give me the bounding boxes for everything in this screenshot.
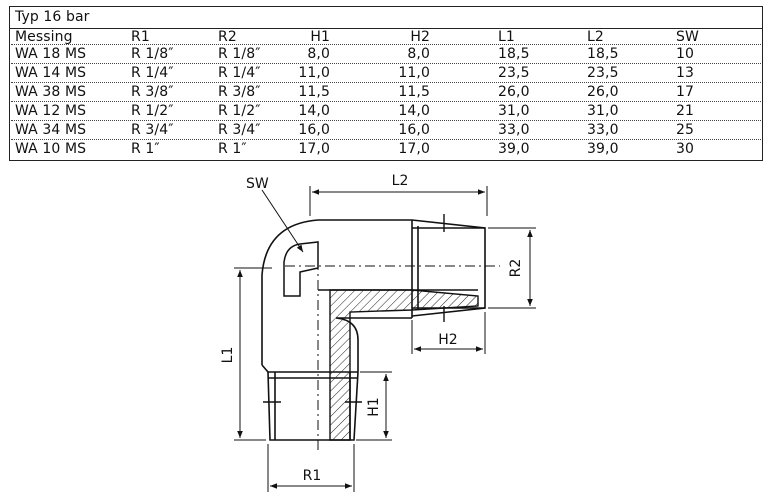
row-separator — [11, 44, 761, 45]
table-cell-h2: 14,0 — [398, 103, 430, 119]
table-cell-sw: 17 — [676, 84, 695, 100]
col-header-material: Messing — [15, 29, 73, 45]
row-separator — [11, 101, 761, 102]
table-cell-sw: 21 — [676, 103, 695, 119]
section-hatching — [329, 289, 479, 441]
table-cell-h1: 17,0 — [298, 141, 330, 157]
table-cell-l1: 39,0 — [498, 141, 530, 157]
table-cell-l2: 39,0 — [587, 141, 619, 157]
table-cell-h2: 17,0 — [398, 141, 430, 157]
table-cell-l1: 23,5 — [498, 65, 530, 81]
dimension-label-r2: R2 — [508, 259, 524, 278]
table-cell-r2: R 3/4″ — [218, 122, 261, 138]
table-cell-r1: R 1/2″ — [131, 103, 174, 119]
dimension-h2 — [411, 312, 486, 354]
table-cell-l1: 26,0 — [498, 84, 530, 100]
table-cell-r1: R 1/8″ — [131, 46, 174, 62]
table-cell-sw: 30 — [676, 141, 695, 157]
table-cell-h1: 16,0 — [298, 122, 330, 138]
sw-leader — [261, 189, 304, 253]
table-cell-h2: 16,0 — [398, 122, 430, 138]
table-cell-l2: 18,5 — [587, 46, 619, 62]
table-cell-h2: 11,5 — [398, 84, 430, 100]
table-cell-r1: R 1″ — [131, 141, 160, 157]
table-cell-r1: R 3/8″ — [131, 84, 174, 100]
table-cell-r2: R 1/2″ — [218, 103, 261, 119]
table-cell-r2: R 3/8″ — [218, 84, 261, 100]
dimension-label-sw: SW — [246, 176, 269, 192]
table-cell-h1: 8,0 — [307, 46, 330, 62]
hex-socket — [283, 241, 319, 297]
col-header-h1: H1 — [310, 29, 330, 45]
dimension-l1 — [234, 267, 272, 441]
table-cell-l1: 31,0 — [498, 103, 530, 119]
row-separator — [11, 82, 761, 83]
table-cell-r1: R 3/4″ — [131, 122, 174, 138]
dimension-h1 — [356, 371, 392, 441]
row-separator — [11, 63, 761, 64]
table-cell-h2: 8,0 — [407, 46, 430, 62]
col-header-l2: L2 — [587, 29, 604, 45]
table-cell-type: WA 38 MS — [15, 84, 87, 100]
table-cell-type: WA 12 MS — [15, 103, 87, 119]
table-cell-sw: 25 — [676, 122, 695, 138]
dimension-label-l1: L1 — [220, 347, 236, 364]
table-cell-h2: 11,0 — [398, 65, 430, 81]
table-cell-r2: R 1/8″ — [218, 46, 261, 62]
table-cell-l1: 33,0 — [498, 122, 530, 138]
dimension-r1 — [267, 444, 355, 492]
centerlines — [285, 260, 500, 450]
table-cell-type: WA 18 MS — [15, 46, 87, 62]
row-separator — [11, 120, 761, 121]
table-cell-h1: 11,0 — [298, 65, 330, 81]
dimension-l2 — [309, 186, 488, 216]
table-cell-type: WA 14 MS — [15, 65, 87, 81]
dimension-label-h2: H2 — [438, 332, 457, 348]
table-cell-l2: 23,5 — [587, 65, 619, 81]
table-cell-r2: R 1″ — [218, 141, 247, 157]
col-header-h2: H2 — [410, 29, 430, 45]
table-cell-l2: 33,0 — [587, 122, 619, 138]
table-cell-h1: 11,5 — [298, 84, 330, 100]
table-cell-l1: 18,5 — [498, 46, 530, 62]
dimension-r2 — [488, 227, 536, 309]
table-cell-r2: R 1/4″ — [218, 65, 261, 81]
table-cell-sw: 13 — [676, 65, 695, 81]
header-divider — [10, 28, 762, 29]
pressure-type-label: Typ 16 bar — [15, 9, 90, 25]
table-cell-h1: 14,0 — [298, 103, 330, 119]
table-cell-sw: 10 — [676, 46, 695, 62]
thread-markers — [263, 214, 445, 403]
col-header-sw: SW — [676, 29, 699, 45]
dimension-label-h1: H1 — [366, 397, 382, 416]
col-header-r1: R1 — [131, 29, 150, 45]
col-header-r2: R2 — [218, 29, 237, 45]
dimension-label-l2: L2 — [392, 173, 409, 189]
table-cell-type: WA 10 MS — [15, 141, 87, 157]
spec-table: Typ 16 bar Messing R1 R2 H1 H2 L1 L2 SW … — [9, 6, 763, 161]
col-header-l1: L1 — [498, 29, 515, 45]
row-separator — [11, 139, 761, 140]
table-cell-l2: 26,0 — [587, 84, 619, 100]
table-cell-l2: 31,0 — [587, 103, 619, 119]
table-cell-type: WA 34 MS — [15, 122, 87, 138]
table-cell-r1: R 1/4″ — [131, 65, 174, 81]
dimension-label-r1: R1 — [303, 468, 322, 484]
